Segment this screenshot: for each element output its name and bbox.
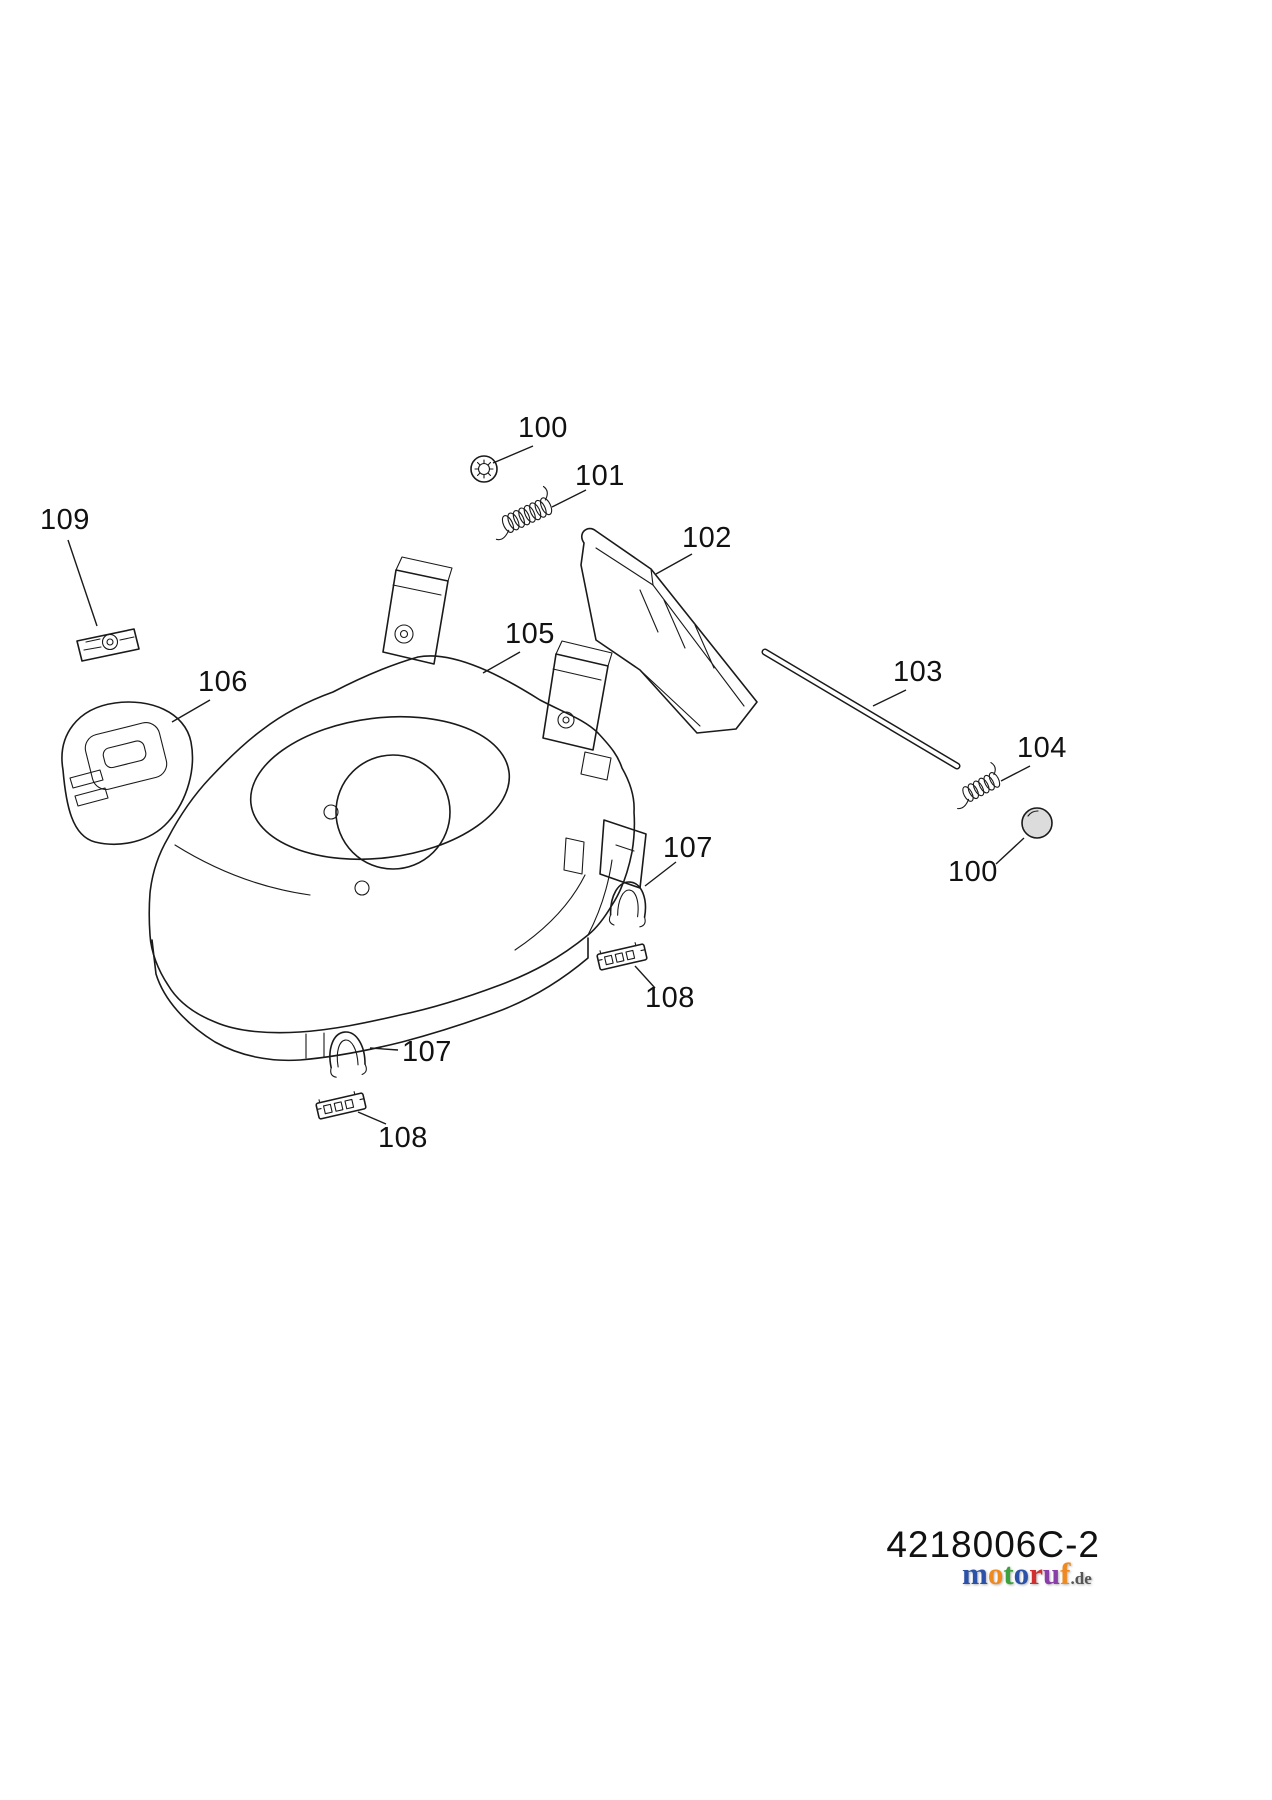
deck-skirt-notch [305,1032,325,1059]
leader-108-front [357,1111,387,1125]
rod-103 [761,648,961,770]
bolt-hole-bottom [354,880,370,896]
callout-109: 109 [40,504,90,536]
watermark-letter: u [1042,1556,1061,1591]
callout-104: 104 [1017,732,1067,764]
callout-102: 102 [682,522,732,554]
handle-bracket-left [382,556,453,665]
handle-bracket-right [542,640,613,751]
leader-105 [482,651,521,674]
callout-101: 101 [575,460,625,492]
watermark-letter: o [987,1556,1004,1591]
leader-lines [67,445,1031,1125]
watermark-letter: o [1013,1556,1030,1591]
leader-100-right [995,837,1025,865]
leader-104 [1000,765,1031,782]
clip-107-right [608,881,647,928]
deck-right-edge-line [587,859,613,936]
leader-103 [872,689,907,707]
watermark-letter: r [1029,1556,1043,1591]
deck-skirt [151,937,589,1062]
strip-108-right [596,942,648,971]
deck-right-slope-line [514,874,586,951]
plug-100 [1021,807,1053,839]
callout-107-right: 107 [663,832,713,864]
leader-100-top [492,445,534,464]
callout-108-right: 108 [645,982,695,1014]
wolf-garten-sticker-109 [76,628,140,662]
callout-106: 106 [198,666,248,698]
leader-106 [171,699,211,723]
watermark-letter: m [962,1556,988,1591]
rear-flap-102 [580,527,758,734]
leader-101 [551,489,587,508]
blade-circle [335,754,451,870]
callout-100-right: 100 [948,856,998,888]
deck-front-slope-line [174,844,311,896]
deck-outline [148,655,636,1034]
callout-108-front: 108 [378,1122,428,1154]
spring-104 [957,762,1001,810]
deck-housing-105 [148,556,647,1062]
watermark-letter: f [1060,1556,1071,1591]
leader-102 [655,553,693,575]
spring-101 [495,485,553,541]
callout-107-front: 107 [402,1036,452,1068]
tooth-washer-100 [470,455,498,483]
strip-108-front [315,1091,367,1120]
callout-103: 103 [893,656,943,688]
leader-108-right [634,965,656,989]
leader-107-front [369,1047,399,1051]
leader-109 [67,539,98,627]
callout-100-top: 100 [518,412,568,444]
front-cover-106 [61,701,194,845]
watermark-suffix: .de [1070,1569,1092,1588]
deck-opening-oval [249,715,511,861]
watermark-letter: t [1003,1556,1014,1591]
diagram-code: 4218006C-2 [886,1524,1100,1565]
leader-107-right [644,861,677,887]
callout-105: 105 [505,618,555,650]
motoruf-watermark-logo: motoruf.de [962,1556,1092,1592]
bolt-hole-left [323,804,339,820]
clip-107-front [329,1031,367,1078]
